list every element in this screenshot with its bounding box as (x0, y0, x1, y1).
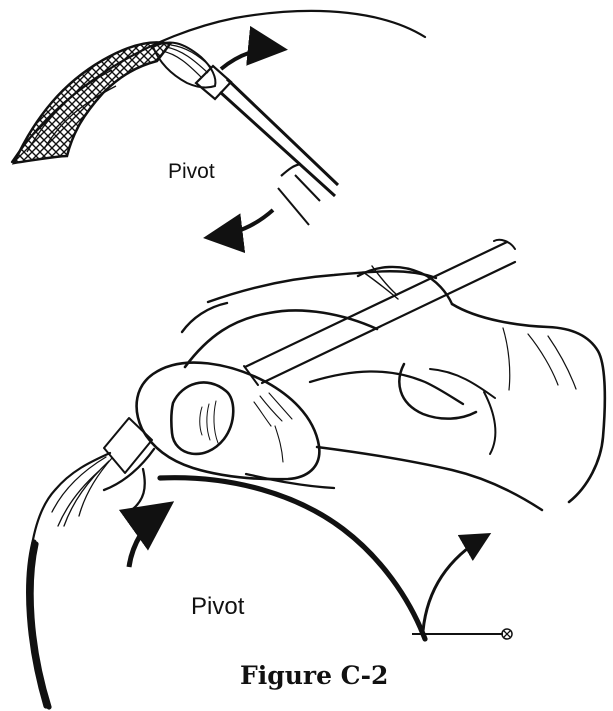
figure-caption: Figure C-2 (240, 663, 388, 688)
hand-holding-brush (32, 240, 605, 545)
thumb-rotation-arrow (129, 507, 166, 567)
top-rotation-arrow-lower (211, 210, 273, 237)
top-rotation-arrow-upper (221, 49, 280, 69)
top-pivot-label: Pivot (168, 161, 215, 182)
hand-rotation-arrow (423, 536, 486, 631)
top-brush (153, 42, 338, 225)
bottom-pivot-label: Pivot (191, 595, 244, 619)
pivot-marker-icon (502, 629, 512, 639)
top-stroke-texture (14, 42, 170, 163)
